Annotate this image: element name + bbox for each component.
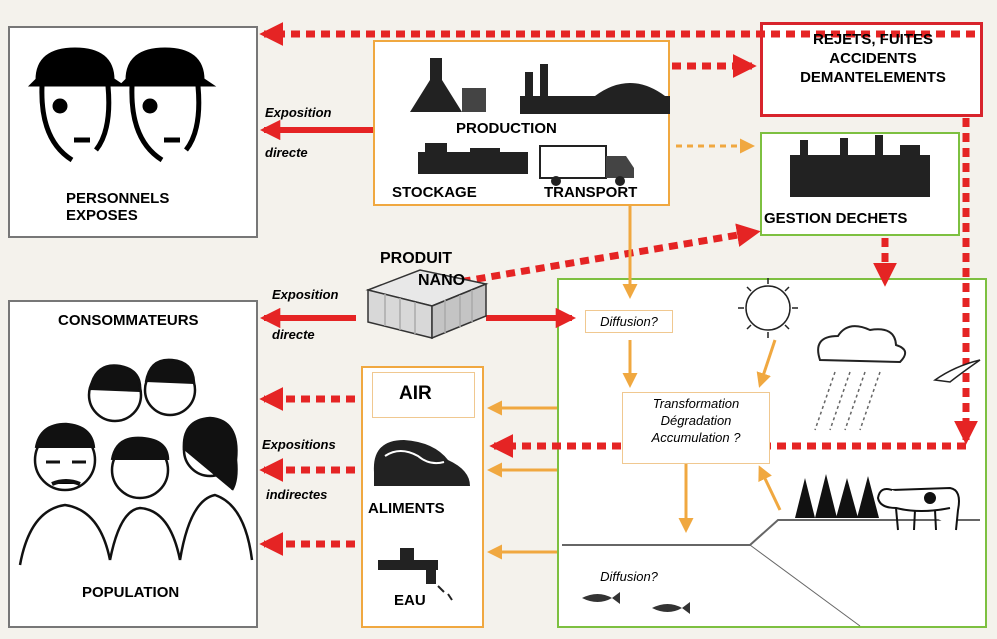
- air-label: AIR: [399, 383, 432, 404]
- people-crowd-icon: [18, 358, 254, 566]
- worker-exposure-label-2: directe: [265, 145, 308, 160]
- releases-label-line-1: REJETS, FUITES: [812, 31, 934, 48]
- fish-icon: [582, 592, 690, 614]
- product-label-line-1: PRODUIT: [380, 250, 452, 267]
- factory-icon: [520, 64, 670, 114]
- indirect-exposure-label-2: indirectes: [266, 487, 328, 502]
- air-label-box: [372, 372, 475, 418]
- warehouse-icon: [418, 143, 528, 174]
- rain-cloud-icon: [814, 325, 907, 431]
- trees-icon: [795, 474, 879, 518]
- worker-exposure-label-1: Exposition: [265, 105, 332, 120]
- faucet-icon: [378, 548, 453, 601]
- sun-icon: [738, 278, 798, 338]
- bird-icon: [932, 359, 981, 383]
- food-icon: [373, 440, 470, 486]
- red-dashed-arrows: [259, 22, 978, 556]
- cow-icon: [876, 486, 960, 531]
- consumer-exposure-label-2: directe: [272, 327, 315, 342]
- product-label-line-2: NANO: [418, 272, 466, 289]
- workers-label-line-2: EXPOSES: [66, 207, 138, 225]
- arrow-product-to-waste: [446, 223, 761, 288]
- arrow-ground-to-transformation: [758, 465, 782, 511]
- transformation-label: Transformation Dégradation Accumulation …: [622, 392, 770, 464]
- waste-label: GESTION DECHETS: [764, 210, 908, 227]
- transformation-label-line-2: Dégradation: [660, 412, 732, 428]
- diffusion-bottom-label: Diffusion?: [585, 566, 673, 587]
- releases-label-line-3: DEMANTELEMENTS: [800, 69, 946, 87]
- consumer-exposure-label-1: Exposition: [272, 287, 339, 302]
- water-label: EAU: [394, 592, 426, 609]
- food-label: ALIMENTS: [368, 500, 445, 517]
- storage-label: STOCKAGE: [392, 184, 477, 201]
- transformation-label-line-1: Transformation: [652, 396, 740, 411]
- transport-label: TRANSPORT: [544, 184, 638, 201]
- releases-label-line-2: ACCIDENTS: [829, 50, 917, 68]
- indirect-exposure-label-1: Expositions: [262, 437, 336, 452]
- releases-box: [760, 22, 983, 117]
- red-solid-arrows: [259, 119, 577, 329]
- hardhat-worker-icon: [27, 47, 217, 163]
- consumers-label: CONSOMMATEURS: [58, 312, 199, 329]
- pallet-boxes-icon: [365, 269, 489, 340]
- releases-label: REJETS, FUITES ACCIDENTS DEMANTELEMENTS: [768, 30, 978, 88]
- workers-label-line-1: PERSONNELS: [66, 190, 170, 207]
- ground-lines: [562, 519, 980, 627]
- truck-icon: [539, 145, 634, 186]
- population-label: POPULATION: [82, 584, 180, 601]
- orange-arrows: [487, 138, 782, 560]
- diffusion-top-label: Diffusion?: [585, 310, 673, 333]
- transformation-label-line-3: Accumulation ?: [651, 429, 741, 445]
- production-label: PRODUCTION: [456, 120, 557, 137]
- workers-label: PERSONNELS EXPOSES: [66, 190, 169, 225]
- power-plant-icon: [790, 135, 930, 197]
- arrow-sun-to-transformation: [756, 339, 777, 388]
- flask-icon: [410, 58, 486, 112]
